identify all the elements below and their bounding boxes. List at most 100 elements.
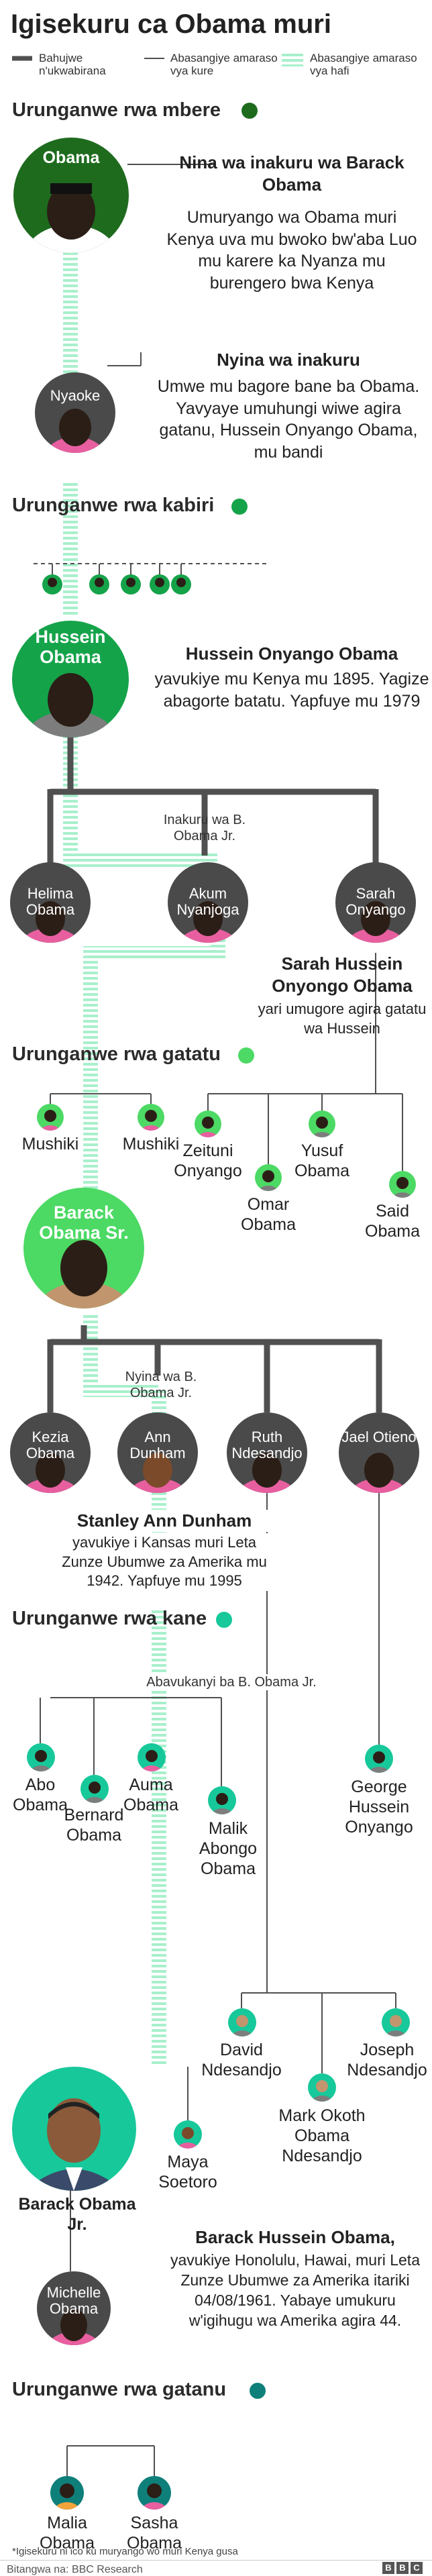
page-title: Igisekuru ca Obama muri xyxy=(11,9,331,39)
portrait-auma xyxy=(138,1743,166,1771)
circle-label-helima: Helima Obama xyxy=(25,885,75,919)
generation-1-title: Urunganwe rwa mbere xyxy=(12,99,221,121)
bbc-logo-letter: C xyxy=(411,2562,423,2574)
name-sasha: Sasha Obama xyxy=(127,2514,182,2553)
portrait-joseph xyxy=(382,2008,410,2037)
portrait-nyaoke xyxy=(35,372,115,453)
name-barack-jr: Barack Obama Jr. xyxy=(18,2195,136,2234)
portrait-bernard xyxy=(80,1775,109,1803)
portrait-malik xyxy=(208,1786,236,1814)
person-silhouette-icon xyxy=(127,1453,188,1493)
bio-title-sarah: Sarah Hussein Onyongo Obama xyxy=(272,954,413,996)
portrait-george xyxy=(365,1745,393,1773)
portrait-michelle xyxy=(37,2271,111,2345)
bbc-logo-letter: B xyxy=(396,2562,409,2574)
circle-label-nyaoke: Nyaoke xyxy=(50,387,101,404)
portrait-yusuf xyxy=(309,1111,335,1137)
circle-label-sarah: Sarah Onyango xyxy=(345,885,406,919)
bio-title-great-grandfather: Nina wa inakuru wa Barack Obama xyxy=(179,152,404,195)
note-nyina: Nyina wa B. Obama Jr. xyxy=(125,1370,197,1400)
bio-text-great-grandfather: Umuryango wa Obama muri Kenya uva mu bwo… xyxy=(166,208,417,293)
portrait-mark xyxy=(308,2073,336,2102)
person-silhouette-icon xyxy=(237,1453,297,1493)
circle-label-michelle: Michelle Obama xyxy=(46,2284,101,2318)
portrait-jael xyxy=(339,1412,419,1493)
portrait-ann-dunham xyxy=(117,1412,198,1493)
close-blood-path xyxy=(63,248,225,2067)
legend-shared-long: Abasangiye amaraso vya kure xyxy=(170,52,278,77)
generation-2-title: Urunganwe rwa kabiri xyxy=(12,495,215,516)
person-silhouette-icon xyxy=(36,1240,131,1308)
person-silhouette-icon xyxy=(25,2098,123,2191)
bio-title-ann-dunham: Stanley Ann Dunham xyxy=(57,1510,272,1532)
name-david: David Ndesandjo xyxy=(201,2041,282,2079)
portrait-hussein xyxy=(12,621,129,737)
portrait-sarah xyxy=(335,862,416,943)
legend-shared-short: Abasangiye amaraso vya hafi xyxy=(310,52,417,77)
bio-title-hussein: Hussein Onyango Obama xyxy=(185,643,398,664)
bio-text-ann-dunham: yavukiye i Kansas muri Leta Zunze Ubumwe… xyxy=(57,1533,272,1591)
name-omar: Omar Obama xyxy=(241,1195,296,1234)
name-mushiki-1: Mushiki xyxy=(21,1135,79,1153)
bio-text-great-grandmother: Umwe mu bagore bane ba Obama. Yavyaye um… xyxy=(157,377,420,462)
name-george: George Hussein Onyango xyxy=(345,1778,413,1837)
portrait-maya xyxy=(174,2120,202,2149)
bio-text-hussein: yavukiye mu Kenya mu 1895. Yagize abagor… xyxy=(154,670,429,711)
bio-title-great-grandmother: Nyina wa inakuru xyxy=(217,350,360,370)
portrait-sasha xyxy=(138,2476,171,2510)
generation-3-dot xyxy=(238,1047,254,1064)
person-silhouette-icon xyxy=(20,901,80,943)
circle-label-hussein: Hussein Obama xyxy=(35,627,106,667)
generation-2-dot xyxy=(231,499,248,515)
name-bernard: Bernard Obama xyxy=(64,1806,124,1845)
person-silhouette-icon xyxy=(20,1453,80,1493)
marriage-lines xyxy=(47,681,382,1412)
generation-4-title: Urunganwe rwa kane xyxy=(12,1608,207,1629)
person-silhouette-icon xyxy=(178,901,238,943)
generation-5-dot xyxy=(250,2383,266,2399)
portrait-barack-sr xyxy=(23,1188,144,1308)
name-yusuf: Yusuf Obama xyxy=(294,1141,349,1180)
circle-label-barack-sr: Barack Obama Sr. xyxy=(39,1202,129,1243)
person-silhouette-icon xyxy=(23,673,117,737)
portrait-abo xyxy=(27,1743,55,1771)
portrait-barack-jr xyxy=(12,2067,136,2191)
name-malik: Malik Abongo Obama xyxy=(199,1819,258,1878)
portrait-malia xyxy=(50,2476,84,2510)
name-malia: Malia Obama xyxy=(40,2514,95,2553)
generation-4-dot xyxy=(216,1612,232,1628)
person-silhouette-icon xyxy=(349,1453,409,1493)
bbc-logo: B B C xyxy=(382,2562,423,2574)
portrait-zeituni xyxy=(195,1111,221,1137)
portrait-akum xyxy=(168,862,248,943)
source-credit: Bitangwa na: BBC Research xyxy=(7,2564,143,2575)
name-mushiki-2: Mushiki xyxy=(122,1135,180,1153)
circle-label-kezia: Kezia Obama xyxy=(25,1429,75,1462)
circle-label-ruth: Ruth Ndesandjo xyxy=(231,1429,303,1462)
portrait-omar xyxy=(255,1164,282,1191)
portrait-said xyxy=(389,1171,416,1198)
bbc-logo-letter: B xyxy=(382,2562,394,2574)
person-silhouette-icon xyxy=(45,409,105,453)
generation-3-title: Urunganwe rwa gatatu xyxy=(12,1043,221,1065)
generation-1-dot xyxy=(241,103,258,119)
bio-text-sarah: yari umugore agira gatatu wa Hussein xyxy=(258,1000,427,1037)
bio-title-barack-jr: Barack Hussein Obama, xyxy=(195,2227,395,2247)
legend-blood: Bahujwe n'ukwabirana xyxy=(39,52,106,77)
circle-label-ann-dunham: Ann Dunham xyxy=(129,1429,186,1462)
name-maya: Maya Soetoro xyxy=(158,2153,217,2192)
portrait-mushiki-1 xyxy=(37,1104,64,1131)
portrait-ruth xyxy=(227,1412,307,1493)
footnote: *Igisekuru ni ico ku muryango wo muri Ke… xyxy=(12,2546,238,2557)
note-inakuru: Inakuru wa B. Obama Jr. xyxy=(163,813,246,843)
circle-label-akum: Akum Nyanjoga xyxy=(176,885,239,919)
name-said: Said Obama xyxy=(365,1202,420,1241)
note-abavukanyi: Abavukanyi ba B. Obama Jr. xyxy=(131,1674,332,1690)
thin-lines xyxy=(34,164,403,2476)
portrait-kezia xyxy=(10,1412,91,1493)
portrait-helima xyxy=(10,862,91,943)
bio-text-barack-jr: yavukiye Honolulu, Hawai, muri Leta Zunz… xyxy=(170,2251,420,2329)
name-abo: Abo Obama xyxy=(13,1775,68,1814)
footer-divider xyxy=(0,2560,432,2561)
